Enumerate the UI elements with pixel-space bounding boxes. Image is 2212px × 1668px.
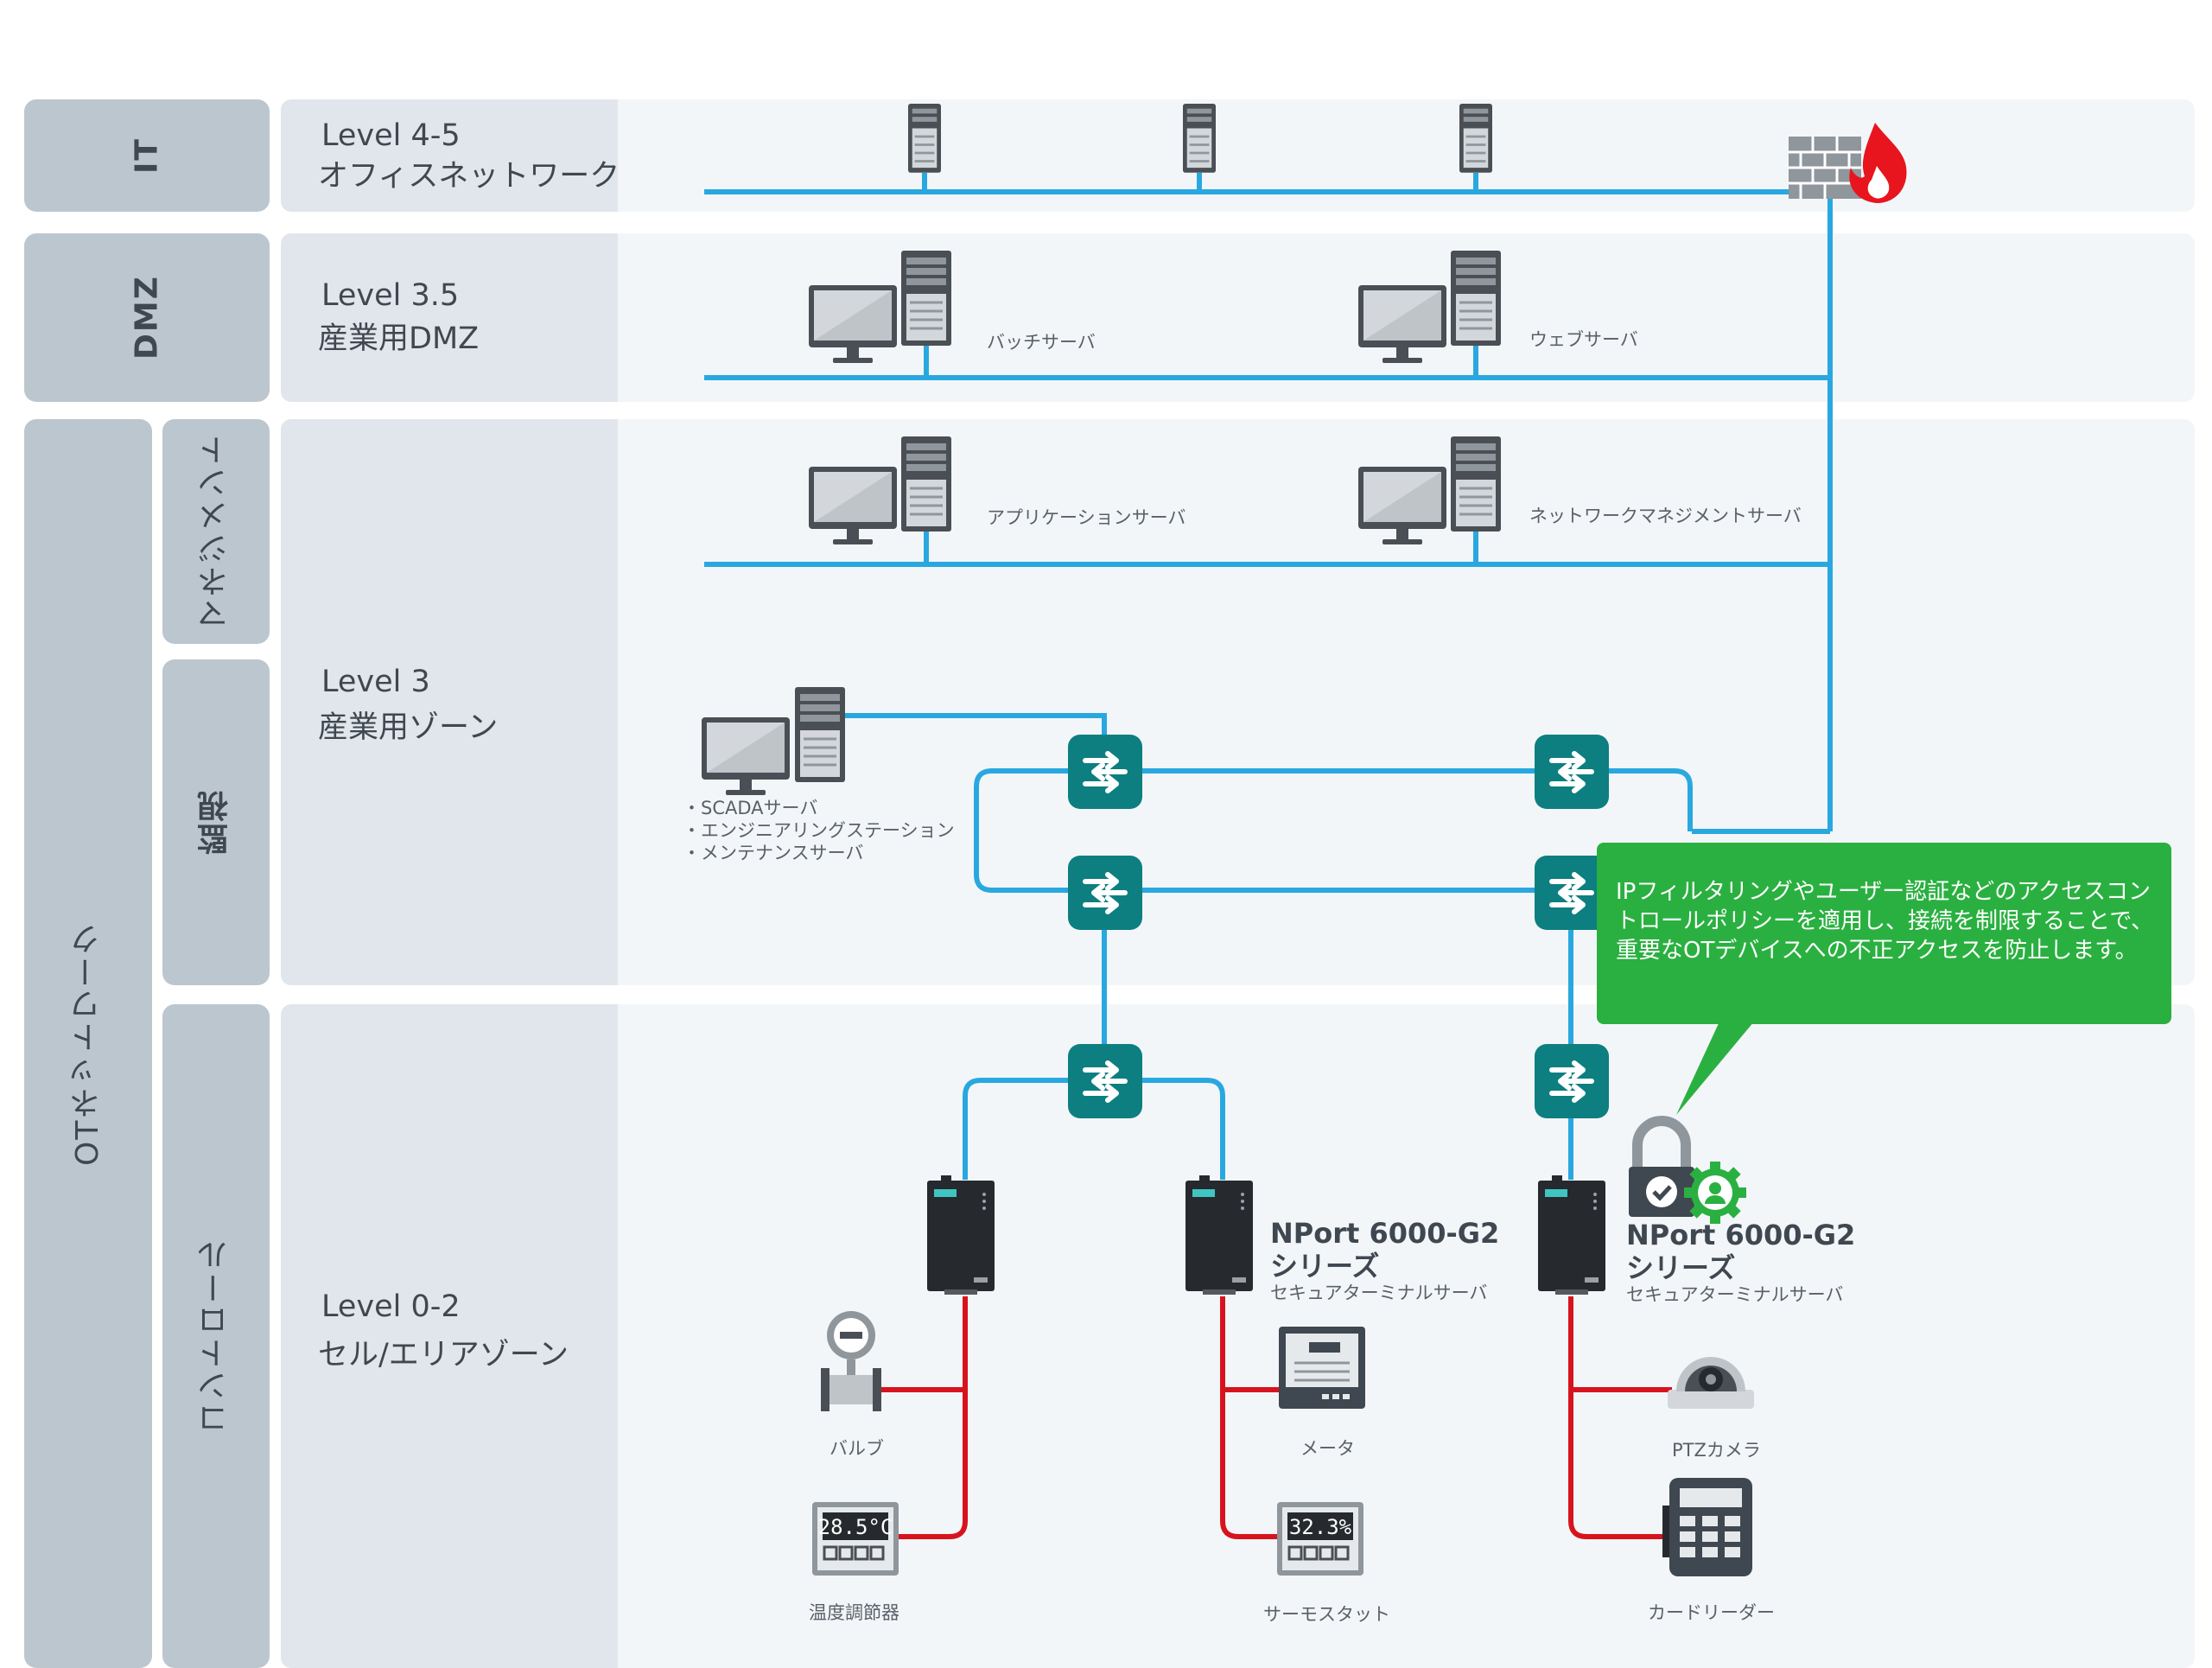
level-45-title: Level 4-5 [321,118,461,153]
thermostat-icon: 32.3% [1277,1502,1363,1576]
nport-device-icon [927,1175,995,1295]
ptz-camera-label: PTZカメラ [1672,1440,1761,1461]
nport-series: シリーズ [1270,1250,1380,1283]
zone-control-label: コントロール [198,1238,233,1435]
nport-subtitle: セキュアターミナルサーバ [1626,1284,1844,1305]
serial-lines [881,1296,1672,1539]
scada-item: ・エンジニアリングステーション [683,820,955,841]
application-server-label: アプリケーションサーバ [987,507,1186,528]
zone-dmz-label: DMZ [129,275,165,360]
valve-label: バルブ [830,1438,884,1459]
thermo-display: 32.3% [1289,1515,1352,1539]
temp-display: 28.5°C [818,1515,893,1539]
lock-icon [1629,1116,1694,1217]
temperature-controller-label: 温度調節器 [809,1602,899,1623]
switch-icon [1068,1044,1142,1118]
level-3-title: Level 3 [321,665,430,699]
nport-device-icon [1185,1175,1253,1295]
switch-icon [1068,856,1142,930]
batch-server-label: バッチサーバ [987,332,1096,353]
zone-backgrounds [24,99,2195,1668]
level-02-title: Level 0-2 [321,1289,461,1324]
it-server-1-icon [906,102,943,175]
zone-management-label: マネジメント [198,433,233,630]
network-management-server-label: ネットワークマネジメントサーバ [1529,506,1802,526]
scada-list: ・SCADAサーバ ・エンジニアリングステーション ・メンテナンスサーバ [683,797,955,864]
temperature-controller-icon: 28.5°C [812,1502,899,1576]
callout-pointer [1676,1022,1754,1115]
level-35-name: 産業用DMZ [318,322,480,356]
level-35-title: Level 3.5 [321,278,460,313]
card-reader-icon [1662,1478,1752,1576]
level-3-name: 産業用ゾーン [318,710,499,745]
scada-item: ・SCADAサーバ [683,798,818,818]
meter-label: メータ [1300,1438,1355,1459]
user-gear-icon [1684,1162,1746,1224]
switch-icon [1535,1044,1609,1118]
web-server-label: ウェブサーバ [1529,329,1638,350]
callout-text: IPフィルタリングやユーザー認証などのアクセスコントロールポリシーを適用し、接続… [1616,879,2154,964]
zone-ot-label: OTネットワーク [70,921,105,1166]
meter-icon [1279,1327,1365,1409]
switch-icon [1535,735,1609,809]
nport-title: NPort 6000-G2 [1270,1217,1500,1250]
ptz-camera-icon [1668,1357,1754,1409]
zone-it-label: IT [129,137,165,174]
thermostat-label: サーモスタット [1263,1604,1390,1625]
level-45-name: オフィスネットワーク [318,159,620,194]
switch-icon [1068,735,1142,809]
scada-item: ・メンテナンスサーバ [683,843,864,863]
zone-supervision-label: 監視 [198,789,233,856]
it-server-3-icon [1458,102,1494,175]
nport-device-icon [1538,1175,1605,1295]
callout-box [1597,843,2171,1024]
firewall-icon [1789,123,1907,203]
valve-icon [821,1311,881,1411]
nport-subtitle: セキュアターミナルサーバ [1270,1283,1488,1303]
card-reader-label: カードリーダー [1648,1602,1775,1623]
nport-title: NPort 6000-G2 [1626,1219,1856,1251]
network-lines [704,173,1833,1180]
nport-series: シリーズ [1626,1251,1736,1284]
it-server-2-icon [1181,102,1217,175]
level-02-name: セル/エリアゾーン [318,1338,569,1372]
